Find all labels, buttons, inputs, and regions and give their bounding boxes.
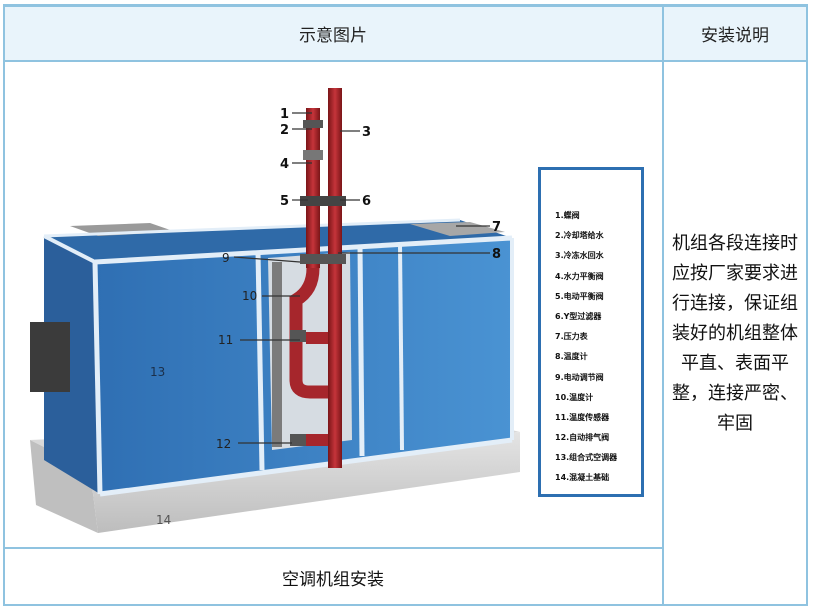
callout-10: 10	[242, 289, 257, 303]
legend-item: 8.温度计	[555, 352, 588, 362]
callout-lines	[233, 112, 490, 444]
header-image-cell: 示意图片	[3, 5, 663, 61]
callout-3: 3	[362, 125, 371, 140]
callout-13: 13	[150, 365, 165, 379]
legend-item: 6.Y型过滤器	[555, 311, 602, 321]
legend-item: 4.水力平衡阀	[555, 271, 604, 281]
callout-4: 4	[280, 157, 289, 172]
callout-1: 1	[280, 107, 289, 122]
header-instructions-cell: 安装说明	[663, 5, 807, 61]
instructions-text: 机组各段连接时应按厂家要求进行连接，保证组装好的机组整体平直、表面平整，连接严密…	[672, 232, 798, 434]
callout-7: 7	[492, 220, 501, 235]
legend-item: 13.组合式空调器	[555, 453, 618, 463]
legend-item: 11.温度传感器	[555, 412, 610, 422]
caption-cell: 空调机组安装	[3, 549, 663, 606]
caption-text: 空调机组安装	[282, 570, 384, 590]
legend-item: 2.冷却塔给水	[555, 231, 604, 241]
legend-item: 7.压力表	[555, 332, 588, 342]
legend-item: 12.自动排气阀	[555, 433, 610, 443]
water-pipes	[289, 88, 346, 468]
legend-item: 10.温度计	[555, 392, 594, 402]
grid-line	[806, 4, 808, 606]
callout-11: 11	[218, 333, 233, 347]
grid-line	[3, 60, 808, 62]
callout-6: 6	[362, 194, 371, 209]
header-image-label: 示意图片	[299, 25, 367, 46]
callout-2: 2	[280, 123, 289, 138]
grid-line	[3, 4, 5, 606]
callout-12: 12	[216, 437, 231, 451]
legend-item: 3.冷冻水回水	[555, 251, 604, 261]
callout-5: 5	[280, 194, 289, 209]
legend-box: 1.蝶阀 2.冷却塔给水 3.冷冻水回水 4.水力平衡阀 5.电动平衡阀 6.Y…	[538, 167, 644, 497]
grid-line	[3, 547, 664, 549]
grid-line	[3, 4, 808, 7]
legend-item: 14.混凝土基础	[555, 473, 610, 483]
callout-9: 9	[222, 251, 230, 265]
legend-item: 1.蝶阀	[555, 211, 580, 220]
legend-item: 9.电动调节阀	[555, 372, 604, 382]
header-instructions-label: 安装说明	[701, 25, 769, 46]
callout-14: 14	[156, 513, 171, 527]
instructions-cell: 机组各段连接时应按厂家要求进行连接，保证组装好的机组整体平直、表面平整，连接严密…	[663, 61, 807, 606]
legend-item: 5.电动平衡阀	[555, 291, 604, 301]
grid-line	[3, 604, 808, 606]
grid-line	[662, 4, 664, 606]
callout-8: 8	[492, 247, 501, 262]
